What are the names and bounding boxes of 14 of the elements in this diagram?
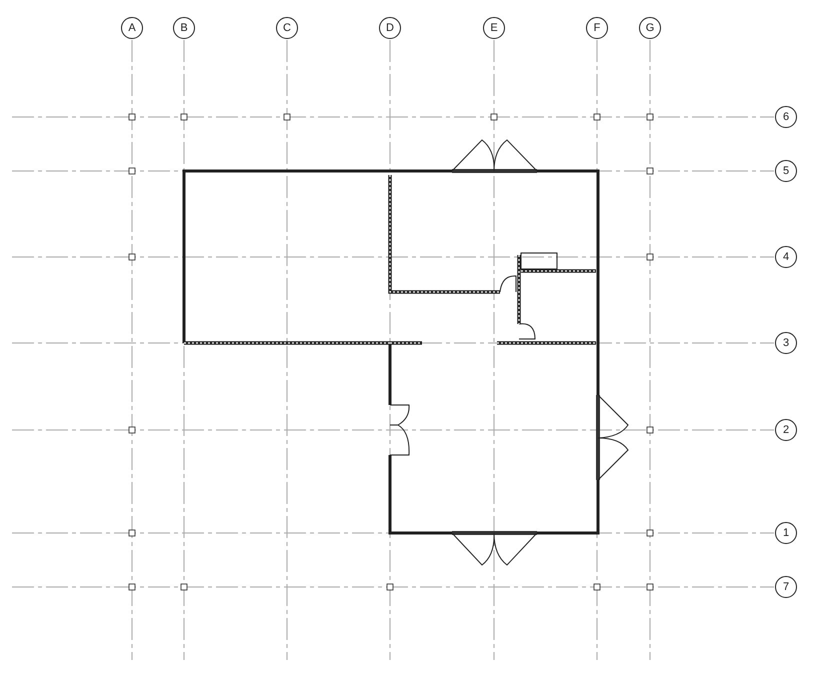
grid-bubble: B bbox=[173, 17, 195, 39]
grid-bubble: G bbox=[639, 17, 661, 39]
grid-bubble: E bbox=[483, 17, 505, 39]
grid-bubble: 6 bbox=[775, 106, 797, 128]
grid-bubble: C bbox=[276, 17, 298, 39]
grid-bubble: F bbox=[586, 17, 608, 39]
grid-bubble: 7 bbox=[775, 576, 797, 598]
grid-bubble: 1 bbox=[775, 522, 797, 544]
grid-bubble: D bbox=[379, 17, 401, 39]
grid-bubble: 4 bbox=[775, 246, 797, 268]
grid-bubble: 2 bbox=[775, 419, 797, 441]
grid-bubble: 3 bbox=[775, 332, 797, 354]
grid-bubble: A bbox=[121, 17, 143, 39]
grid-bubble: 5 bbox=[775, 160, 797, 182]
